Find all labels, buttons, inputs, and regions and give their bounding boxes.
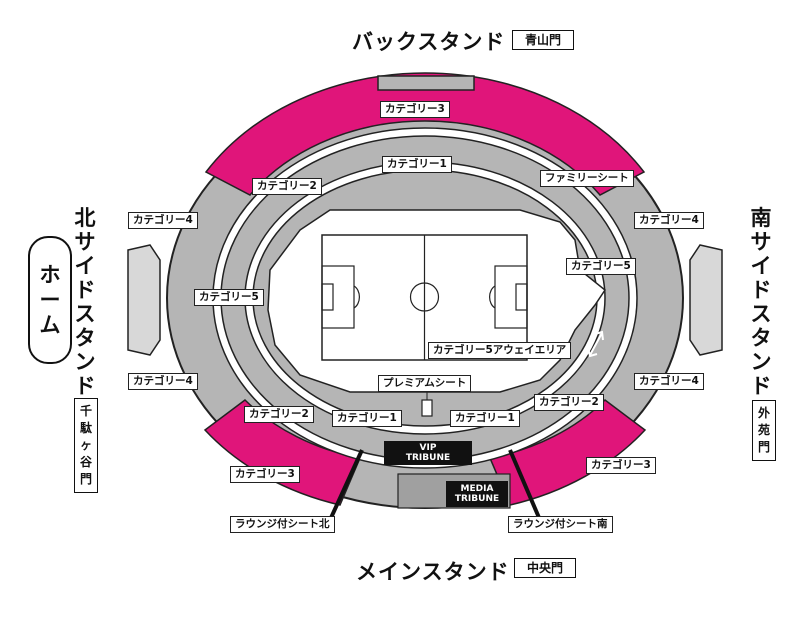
section-lounge-south[interactable]: ラウンジ付シート南	[508, 516, 613, 533]
section-premium[interactable]: プレミアムシート	[378, 375, 472, 392]
vip-tribune[interactable]: VIP TRIBUNE	[384, 441, 472, 465]
lounge-north-line	[328, 449, 364, 521]
south-stand-title: 南 サ イ ド ス タ ン ド	[750, 206, 772, 398]
section-cat4-nw[interactable]: カテゴリー4	[128, 212, 198, 229]
section-cat5-east[interactable]: カテゴリー5	[566, 258, 636, 275]
section-cat3-bottomright[interactable]: カテゴリー3	[586, 457, 656, 474]
centre-circle	[409, 282, 440, 312]
north-stand-title: 北 サ イ ド ス タ ン ド	[74, 206, 96, 398]
central-gate: 中央門	[514, 558, 576, 578]
section-cat1-bottomleft[interactable]: カテゴリー1	[332, 410, 402, 427]
section-cat3-top[interactable]: カテゴリー3	[380, 101, 450, 118]
back-stand-roof	[377, 75, 475, 91]
section-cat2-bottomleft[interactable]: カテゴリー2	[244, 406, 314, 423]
section-family[interactable]: ファミリーシート	[540, 170, 634, 187]
section-cat1-bottomright[interactable]: カテゴリー1	[450, 410, 520, 427]
south-screen	[689, 244, 723, 356]
goal-box-right	[515, 283, 528, 311]
section-cat1-top[interactable]: カテゴリー1	[382, 156, 452, 173]
aoyama-gate: 青山門	[512, 30, 574, 50]
cat3-top-arc[interactable]	[204, 72, 646, 196]
section-cat2-topleft[interactable]: カテゴリー2	[252, 178, 322, 195]
section-cat4-sw[interactable]: カテゴリー4	[128, 373, 198, 390]
away-area-arrow-icon	[587, 330, 604, 358]
section-cat5-west[interactable]: カテゴリー5	[194, 289, 264, 306]
media-tribune[interactable]: MEDIA TRIBUNE	[446, 481, 508, 507]
premium-seat-marker	[421, 399, 433, 417]
main-stand-title: メインスタンド	[356, 560, 510, 584]
section-cat5-away[interactable]: カテゴリー5アウェイエリア	[428, 342, 572, 359]
section-lounge-north[interactable]: ラウンジ付シート北	[230, 516, 335, 533]
section-cat3-bottomleft[interactable]: カテゴリー3	[230, 466, 300, 483]
sendagaya-gate: 千 駄 ヶ 谷 門	[74, 398, 98, 493]
north-screen	[127, 244, 161, 356]
penalty-arc-right	[488, 285, 496, 309]
section-cat4-se[interactable]: カテゴリー4	[634, 373, 704, 390]
section-cat2-bottomright[interactable]: カテゴリー2	[534, 394, 604, 411]
back-stand-title: バックスタンド	[352, 30, 506, 54]
penalty-arc-left	[353, 285, 361, 309]
gaien-gate: 外 苑 門	[752, 400, 776, 461]
lounge-south-line	[508, 449, 542, 521]
section-cat4-ne[interactable]: カテゴリー4	[634, 212, 704, 229]
goal-box-left	[321, 283, 334, 311]
home-badge: ホ ー ム	[28, 236, 72, 364]
